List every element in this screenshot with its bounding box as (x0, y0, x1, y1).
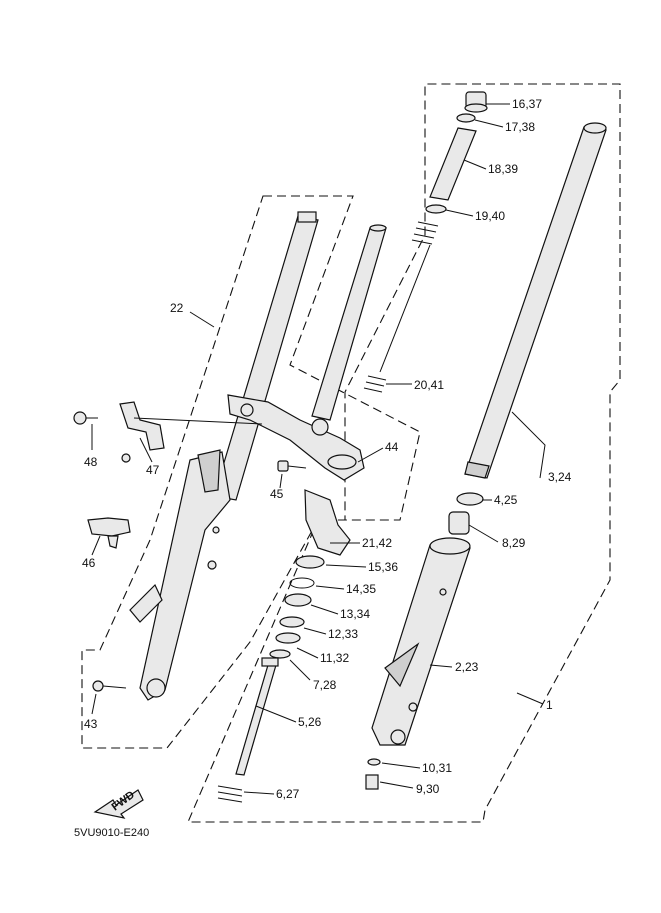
oil-seal-cover (304, 489, 351, 556)
callout-3-24: 3,24 (548, 470, 572, 484)
damper-rod (235, 657, 279, 776)
callout-19-40: 19,40 (475, 209, 505, 223)
callout-15-36: 15,36 (368, 560, 398, 574)
slide-bushing (456, 492, 484, 506)
callout-22: 22 (170, 301, 184, 315)
bolt-48 (73, 411, 98, 425)
bolt-43 (92, 680, 127, 692)
fork-spring-upper (411, 221, 439, 245)
cable-holder-47 (119, 401, 263, 463)
fork-spring-lower (363, 244, 431, 393)
callout-48: 48 (84, 455, 98, 469)
drawing-code: 5VU9010-E240 (74, 827, 149, 839)
callout-13-34: 13,34 (340, 607, 370, 621)
callout-10-31: 10,31 (422, 761, 452, 775)
callout-9-30: 9,30 (416, 782, 440, 796)
steering-stem (311, 224, 387, 421)
callout-18-39: 18,39 (488, 162, 518, 176)
forward-direction-arrow (93, 789, 144, 819)
washer (425, 204, 447, 214)
spacer-tube (429, 127, 477, 201)
oil-seal (284, 593, 312, 607)
callout-44: 44 (385, 440, 399, 454)
outer-fork-tube (464, 122, 607, 479)
leader-lines (91, 103, 546, 795)
callout-20-41: 20,41 (414, 378, 444, 392)
callout-47: 47 (146, 463, 160, 477)
o-ring (456, 113, 476, 123)
clamp-bolt-45 (277, 460, 307, 472)
left-fork-lower-leg (129, 449, 231, 701)
callout-4-25: 4,25 (494, 493, 518, 507)
callout-11-32: 11,32 (320, 651, 349, 665)
bushing-left (275, 632, 301, 644)
washer-left (279, 616, 305, 628)
oil-lock-piece (448, 511, 470, 535)
inner-fork-tube (213, 211, 319, 501)
piston-ring (269, 649, 291, 659)
fork-cap-bolt (464, 91, 488, 113)
drain-bolt (365, 758, 381, 790)
right-fork-group-boundary (187, 83, 621, 823)
callout-2-23: 2,23 (455, 660, 479, 674)
callout-16-37: 16,37 (512, 97, 542, 111)
callout-1: 1 (546, 698, 553, 712)
callout-8-29: 8,29 (502, 536, 526, 550)
callout-6-27: 6,27 (276, 787, 300, 801)
callout-45: 45 (270, 487, 284, 501)
rebound-spring (217, 785, 243, 803)
dust-seal (295, 555, 325, 569)
circlip (289, 577, 315, 589)
callout-17-38: 17,38 (505, 120, 535, 134)
callout-21-42: 21,42 (362, 536, 392, 550)
callout-43: 43 (84, 717, 98, 731)
callout-12-33: 12,33 (328, 627, 358, 641)
callout-5-26: 5,26 (298, 715, 322, 729)
callout-46: 46 (82, 556, 96, 570)
under-bracket (227, 394, 365, 481)
left-fork-group-boundary (81, 195, 421, 749)
clip-46 (87, 517, 131, 549)
lower-fork-leg (371, 537, 471, 746)
callout-7-28: 7,28 (313, 678, 337, 692)
callout-14-35: 14,35 (346, 582, 376, 596)
